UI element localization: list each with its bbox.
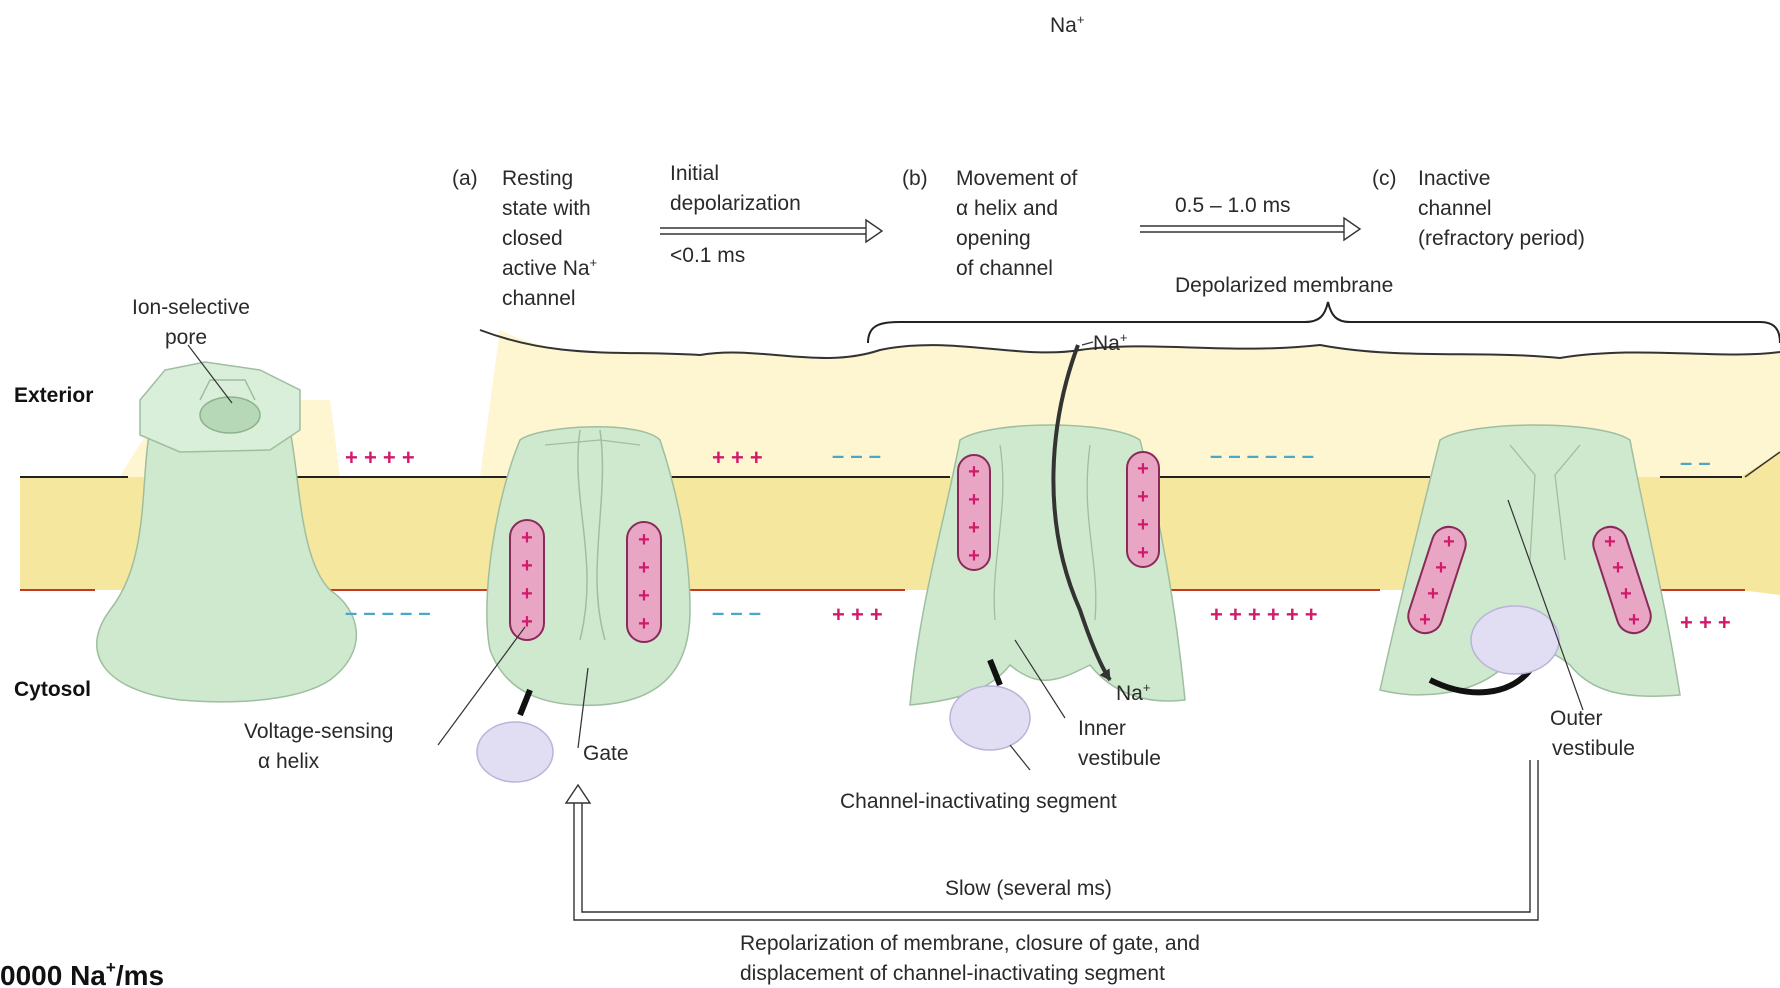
svg-text:+: + — [1604, 531, 1616, 553]
flux-rate-label: 0000 Na+/ms — [0, 958, 164, 988]
voltage-helix-label-1: Voltage-sensing — [244, 720, 393, 743]
svg-text:opening: opening — [956, 227, 1031, 250]
voltage-helix-label-2: α helix — [258, 750, 320, 773]
return-caption-1: Repolarization of membrane, closure of g… — [740, 932, 1200, 955]
stage-a-text: Resting state with closed active Na+ cha… — [502, 167, 597, 310]
na-exit-label: Na+ — [1116, 680, 1150, 705]
svg-text:channel: channel — [502, 287, 576, 310]
svg-text:+: + — [1443, 531, 1455, 553]
svg-text:channel: channel — [1418, 197, 1492, 220]
svg-text:<0.1 ms: <0.1 ms — [670, 244, 745, 267]
arrow-b-to-c — [1140, 218, 1360, 240]
channel-resting — [477, 427, 690, 782]
svg-text:+: + — [1427, 583, 1439, 605]
svg-text:+: + — [968, 545, 980, 567]
return-caption-2: displacement of channel-inactivating seg… — [740, 962, 1165, 985]
svg-text:+: + — [1137, 486, 1149, 508]
gate-label: Gate — [583, 742, 629, 765]
plus-charges-bottom-c: + + + — [1680, 610, 1731, 635]
svg-text:+: + — [638, 529, 650, 551]
svg-text:+: + — [1419, 609, 1431, 631]
stage-b-text: Movement of α helix and opening of chann… — [956, 167, 1078, 280]
stage-c-text: Inactive channel (refractory period) — [1418, 167, 1585, 250]
svg-text:+: + — [1137, 514, 1149, 536]
outer-vestibule-label-2: vestibule — [1552, 737, 1635, 760]
svg-text:+: + — [638, 613, 650, 635]
outer-vestibule-label-1: Outer — [1550, 707, 1603, 730]
svg-text:Movement of: Movement of — [956, 167, 1078, 190]
stage-b-letter: (b) — [902, 167, 928, 190]
stage-a-letter: (a) — [452, 167, 478, 190]
svg-text:+: + — [521, 611, 533, 633]
svg-text:+: + — [521, 527, 533, 549]
svg-text:depolarization: depolarization — [670, 192, 801, 215]
svg-text:+: + — [1620, 583, 1632, 605]
minus-charges-bottom-a: – – – – – — [345, 600, 431, 625]
depolarized-brace — [868, 302, 1780, 343]
inner-vestibule-label-2: vestibule — [1078, 747, 1161, 770]
minus-charges-top-bc: – – – – – – — [1210, 443, 1314, 468]
ion-pore-label-2: pore — [165, 326, 207, 349]
arrow-a-to-b — [660, 220, 882, 242]
svg-text:+: + — [1612, 557, 1624, 579]
svg-text:+: + — [638, 585, 650, 607]
plus-charges-bottom-ab: + + + — [832, 602, 883, 627]
svg-text:+: + — [1137, 542, 1149, 564]
svg-text:Initial: Initial — [670, 162, 719, 185]
depolarized-label: Depolarized membrane — [1175, 274, 1393, 297]
svg-text:+: + — [1435, 557, 1447, 579]
minus-charges-top-c: – – — [1680, 450, 1711, 475]
inactivating-ball-c — [1471, 606, 1559, 674]
svg-text:+: + — [968, 461, 980, 483]
plus-charges-top-a: + + + + — [345, 445, 415, 470]
inactivating-segment-label: Channel-inactivating segment — [840, 790, 1117, 813]
stage-c-letter: (c) — [1372, 167, 1397, 190]
inactivating-ball-b — [950, 686, 1030, 750]
transition-ab-text: Initial depolarization <0.1 ms — [670, 162, 801, 267]
svg-text:state with: state with — [502, 197, 591, 220]
svg-text:closed: closed — [502, 227, 563, 250]
svg-text:Resting: Resting — [502, 167, 573, 190]
svg-text:Inactive: Inactive — [1418, 167, 1490, 190]
inner-vestibule-label-1: Inner — [1078, 717, 1126, 740]
svg-text:active Na+: active Na+ — [502, 255, 597, 280]
cytosol-label: Cytosol — [14, 678, 91, 701]
plus-charges-top-ab: + + + — [712, 445, 763, 470]
svg-text:+: + — [638, 557, 650, 579]
svg-text:(refractory period): (refractory period) — [1418, 227, 1585, 250]
plus-charges-bottom-bc: + + + + + + — [1210, 602, 1318, 627]
minus-charges-bottom-ab: – – – — [712, 600, 761, 625]
svg-text:+: + — [521, 583, 533, 605]
transition-bc-text: 0.5 – 1.0 ms — [1175, 194, 1291, 217]
minus-charges-top-ab: – – – — [832, 443, 881, 468]
svg-text:+: + — [521, 555, 533, 577]
svg-text:α helix and: α helix and — [956, 197, 1058, 220]
ion-pore-label-1: Ion-selective — [132, 296, 250, 319]
exterior-label: Exterior — [14, 384, 93, 407]
svg-text:of channel: of channel — [956, 257, 1053, 280]
return-time-label: Slow (several ms) — [945, 877, 1112, 900]
svg-text:+: + — [1628, 609, 1640, 631]
top-na-label: Na+ — [1050, 12, 1084, 37]
svg-text:+: + — [1137, 458, 1149, 480]
inactivating-ball-a — [477, 722, 553, 782]
svg-text:+: + — [968, 517, 980, 539]
svg-text:+: + — [968, 489, 980, 511]
